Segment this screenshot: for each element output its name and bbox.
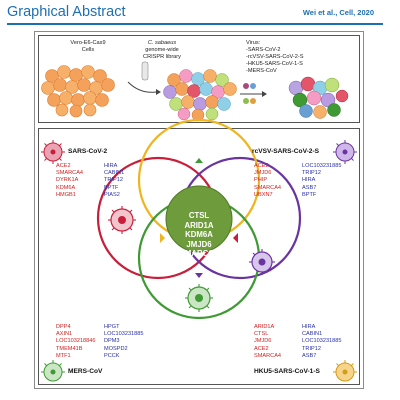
gene-name: LOC103231885 bbox=[302, 163, 342, 169]
library-cells-illustration bbox=[163, 69, 237, 122]
virus-heading: Virus: bbox=[246, 40, 261, 46]
gene-name: HIRA bbox=[104, 163, 118, 169]
gene-name: KDM6A bbox=[56, 184, 76, 191]
rcvsv-icon bbox=[333, 140, 357, 164]
ring-arrow-right bbox=[233, 233, 238, 243]
shared-gene: CTSL bbox=[188, 211, 210, 220]
shared-genes-list: CTSL ARID1A KDM6A JMJD6 SMARCC1 bbox=[168, 211, 230, 259]
gene-name: BPTF bbox=[302, 191, 317, 198]
citation: Wei et al., Cell, 2020 bbox=[302, 8, 374, 17]
hku5-red-genes: ARID1A CTSL JMJD6 ACE2 SMARCA4 bbox=[254, 324, 281, 360]
library-label: genome-wide CRISPR library bbox=[143, 47, 181, 60]
graphical-abstract-title: Graphical Abstract bbox=[7, 4, 126, 20]
venn-panel bbox=[38, 128, 360, 385]
gene-name: MTF1 bbox=[56, 352, 71, 359]
hku5-icon bbox=[333, 360, 357, 382]
title-divider bbox=[7, 23, 383, 25]
gene-name: ACE2 bbox=[254, 163, 269, 169]
gene-name: DPP4 bbox=[56, 324, 71, 330]
cells-label: Vero-E6-Cas9 Cells bbox=[70, 40, 106, 53]
virus-icon-red bbox=[108, 206, 136, 234]
gene-name: PIAS2 bbox=[104, 191, 120, 198]
gene-name: HPGT bbox=[104, 324, 120, 330]
sars-cov-2-label: SARS-CoV-2 bbox=[68, 148, 108, 155]
gene-name: HMGB1 bbox=[56, 191, 76, 198]
gene-name: AXIN1 bbox=[56, 331, 73, 338]
rcvsv-red-genes: ACE2 JMJD6 PHIP SMARCA4 UBXN7 bbox=[254, 163, 281, 199]
abstract-frame bbox=[34, 31, 364, 389]
virus-list-item: -rcVSV-SARS-CoV-2-S bbox=[246, 54, 304, 60]
gene-name: ARID1A bbox=[254, 324, 275, 330]
gene-name: PHIP bbox=[254, 177, 268, 184]
virus-icon-purple bbox=[249, 249, 275, 275]
virus-list-item: -HKU5-SARS-CoV-1-S bbox=[246, 61, 303, 67]
gene-name: ASB7 bbox=[302, 184, 317, 191]
ring-arrow-top bbox=[195, 158, 203, 163]
ring-arrow-left bbox=[160, 233, 165, 243]
gene-name: UBXN7 bbox=[254, 191, 273, 198]
virus-list-item: -SARS-CoV-2 bbox=[246, 47, 281, 53]
gene-name: LOC103231885 bbox=[104, 331, 144, 338]
gene-name: TRIP12 bbox=[104, 177, 123, 184]
gene-name: CTSL bbox=[254, 331, 269, 338]
shared-gene: KDM6A bbox=[185, 230, 213, 240]
gene-name: DYRK1A bbox=[56, 177, 79, 184]
vero-cells-illustration bbox=[41, 65, 115, 118]
gene-name: LOC103231885 bbox=[302, 338, 342, 345]
rcvsv-blue-genes: LOC103231885 TRIP12 HIRA ASB7 BPTF bbox=[302, 163, 342, 199]
hku5-blue-genes: HIRA CABIN1 LOC103231885 TRIP12 ASB7 bbox=[302, 324, 342, 360]
virus-icon-green bbox=[185, 284, 213, 312]
gene-name: SMARCA4 bbox=[254, 352, 282, 359]
hku5-label: HKU5-SARS-CoV-1-S bbox=[254, 368, 320, 375]
arrow-1 bbox=[127, 81, 157, 93]
mers-cov-icon bbox=[41, 360, 65, 382]
library-species-label: C. sabaeus bbox=[147, 40, 177, 46]
gene-name: TMEM41B bbox=[56, 345, 83, 352]
gene-name: ASB7 bbox=[302, 352, 317, 359]
gene-name: DPM3 bbox=[104, 338, 120, 345]
shared-genes-circle bbox=[165, 185, 233, 253]
virus-list-item: -MERS-CoV bbox=[246, 68, 277, 74]
gene-name: JMJD6 bbox=[254, 338, 272, 345]
sars-cov-2-icon bbox=[41, 140, 65, 164]
crispr-library-illustration bbox=[141, 61, 149, 81]
gene-name: CABIN1 bbox=[302, 331, 323, 338]
gene-name: PCCK bbox=[104, 352, 120, 359]
gene-name: SMARCA4 bbox=[254, 184, 282, 191]
gene-name: JMJD6 bbox=[254, 170, 272, 177]
virus-tubes-illustration bbox=[243, 83, 256, 104]
shared-gene: SMARCC1 bbox=[179, 249, 219, 259]
gene-name: SMARCA4 bbox=[56, 170, 84, 177]
gene-name: HIRA bbox=[302, 324, 316, 330]
gene-name: BPTF bbox=[104, 184, 119, 191]
infected-cells-illustration bbox=[288, 76, 349, 119]
gene-name: HIRA bbox=[302, 177, 316, 184]
gene-name: LOC103218846 bbox=[56, 338, 96, 345]
mers-red-genes: DPP4 AXIN1 LOC103218846 TMEM41B MTF1 bbox=[56, 324, 96, 360]
gene-name: TRIP12 bbox=[302, 170, 321, 177]
ring-arrow-bottom bbox=[195, 273, 203, 278]
mers-blue-genes: HPGT LOC103231885 DPM3 MOSPD2 PCCK bbox=[104, 324, 144, 360]
mers-cov-label: MERS-CoV bbox=[68, 368, 103, 375]
shared-gene: JMJD6 bbox=[186, 239, 212, 249]
sars-cov-2-blue-genes: HIRA CABIN1 TRIP12 BPTF PIAS2 bbox=[104, 163, 124, 199]
gene-name: ACE2 bbox=[254, 345, 269, 352]
gene-name: CABIN1 bbox=[104, 170, 125, 177]
gene-name: TRIP12 bbox=[302, 345, 321, 352]
rcvsv-label: rcVSV-SARS-CoV-2-S bbox=[252, 148, 320, 155]
gene-name: ACE2 bbox=[56, 163, 71, 169]
gene-name: MOSPD2 bbox=[104, 345, 128, 352]
sars-cov-2-red-genes: ACE2 SMARCA4 DYRK1A KDM6A HMGB1 bbox=[56, 163, 83, 199]
shared-gene: ARID1A bbox=[184, 220, 214, 230]
